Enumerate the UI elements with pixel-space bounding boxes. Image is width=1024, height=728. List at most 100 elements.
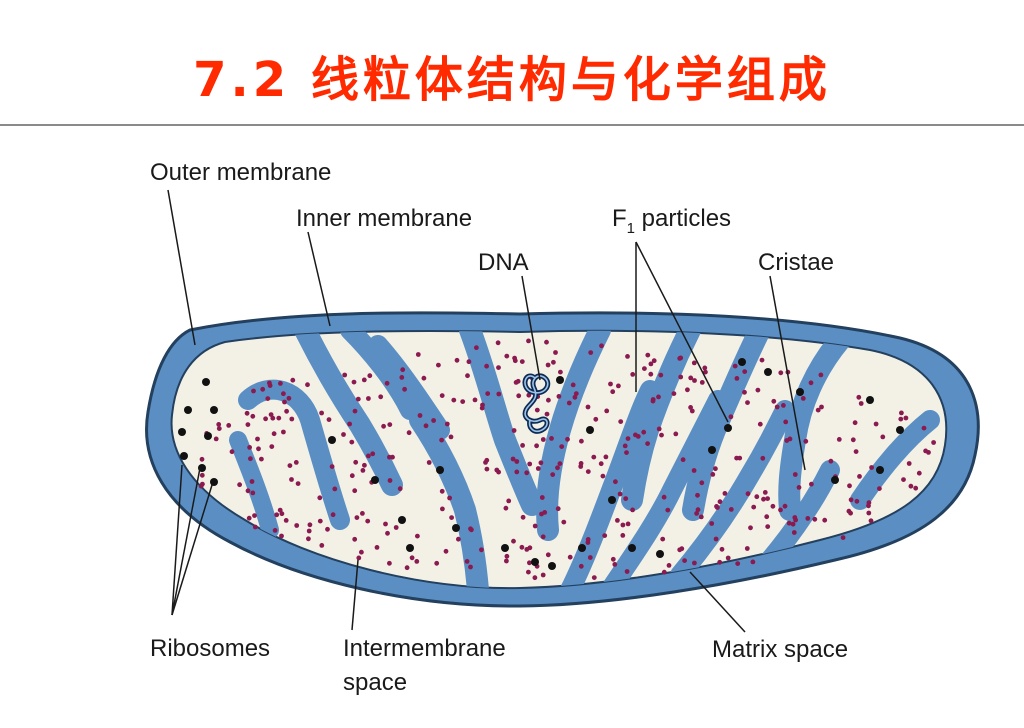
leader-f1-b [635,241,729,423]
f1-particle [805,516,811,521]
f1-particle [803,438,809,444]
f1-particle [808,380,814,386]
f1-particle [857,474,862,479]
f1-particle [579,438,584,444]
f1-particle [682,558,687,563]
f1-particle [545,552,551,558]
crista [340,330,420,420]
f1-particle [828,458,834,464]
f1-particle [216,422,222,427]
ribosome [608,496,616,504]
f1-particle [295,481,301,486]
f1-particle [778,370,784,376]
f1-particle [615,518,620,523]
f1-particle [524,470,530,476]
ribosome [452,524,460,532]
f1-particle [782,503,788,509]
f1-particle [387,422,393,427]
f1-particle [287,463,293,468]
f1-particle [271,431,277,437]
f1-particle [847,483,852,489]
crista [536,330,611,541]
ribosome [178,428,186,436]
f1-particle [659,432,664,438]
dna-icon [522,373,551,434]
f1-particle [852,420,858,426]
f1-particle [645,352,651,358]
f1-particle [916,470,922,476]
f1-particle [514,469,520,475]
f1-particle [757,421,763,427]
f1-particle [692,378,697,383]
f1-particle [695,492,700,498]
ribosome [531,558,539,566]
f1-particle [226,423,232,428]
f1-particle [836,437,842,442]
f1-particle [819,404,824,410]
f1-particle [281,429,286,435]
f1-particle [265,396,271,401]
f1-particle [526,392,532,398]
f1-particle [899,410,904,416]
f1-particle [540,437,546,442]
f1-particle [216,426,222,431]
ribosomes-group [178,358,904,570]
ribosome [210,478,218,486]
f1-particle [602,533,608,538]
f1-particle [551,359,556,365]
f1-particle [439,488,445,494]
f1-particle [306,536,311,542]
f1-particle [868,518,874,524]
f1-particle [526,338,531,344]
f1-particle [856,394,862,400]
f1-particle [244,410,250,416]
f1-particle [423,423,429,429]
f1-particle [734,376,740,381]
f1-particle [633,432,638,438]
ribosome [204,432,212,440]
ribosome [556,376,564,384]
f1-particle [591,575,597,580]
f1-particle [468,564,473,570]
f1-particle [792,515,798,520]
f1-particle [400,367,406,373]
f1-particle [527,545,533,551]
f1-particle [307,522,313,528]
f1-particle [866,503,871,509]
f1-particle [553,350,558,355]
f1-particle [750,559,756,565]
f1-particle [269,444,275,449]
ribosome [708,446,716,454]
f1-particle [504,553,510,559]
f1-particle [504,558,509,564]
f1-particle [781,403,786,408]
leader-inner-membrane [307,231,331,327]
f1-particle [351,379,357,385]
f1-particle [771,398,777,404]
f1-particle [383,521,388,527]
f1-particle [284,408,289,414]
ribosome [866,396,874,404]
f1-particle [367,373,373,379]
f1-particle [725,555,731,561]
f1-particle [393,525,399,530]
f1-particle [783,419,789,425]
f1-particle [853,449,859,454]
f1-particle [385,530,390,536]
crista [238,379,350,530]
f1-particle [421,375,427,381]
crista [670,400,795,585]
f1-particle [713,466,718,472]
f1-particle [604,408,610,414]
f1-particle [622,443,628,449]
f1-particle [290,377,296,383]
f1-particle [409,555,415,561]
f1-particle [248,456,253,462]
label-intermembrane-2: space [343,669,407,696]
f1-particle [809,481,814,487]
f1-particle [272,528,278,533]
f1-particle [822,517,828,523]
f1-particle [199,472,205,478]
f1-particle [784,438,790,443]
f1-particle [762,490,768,495]
